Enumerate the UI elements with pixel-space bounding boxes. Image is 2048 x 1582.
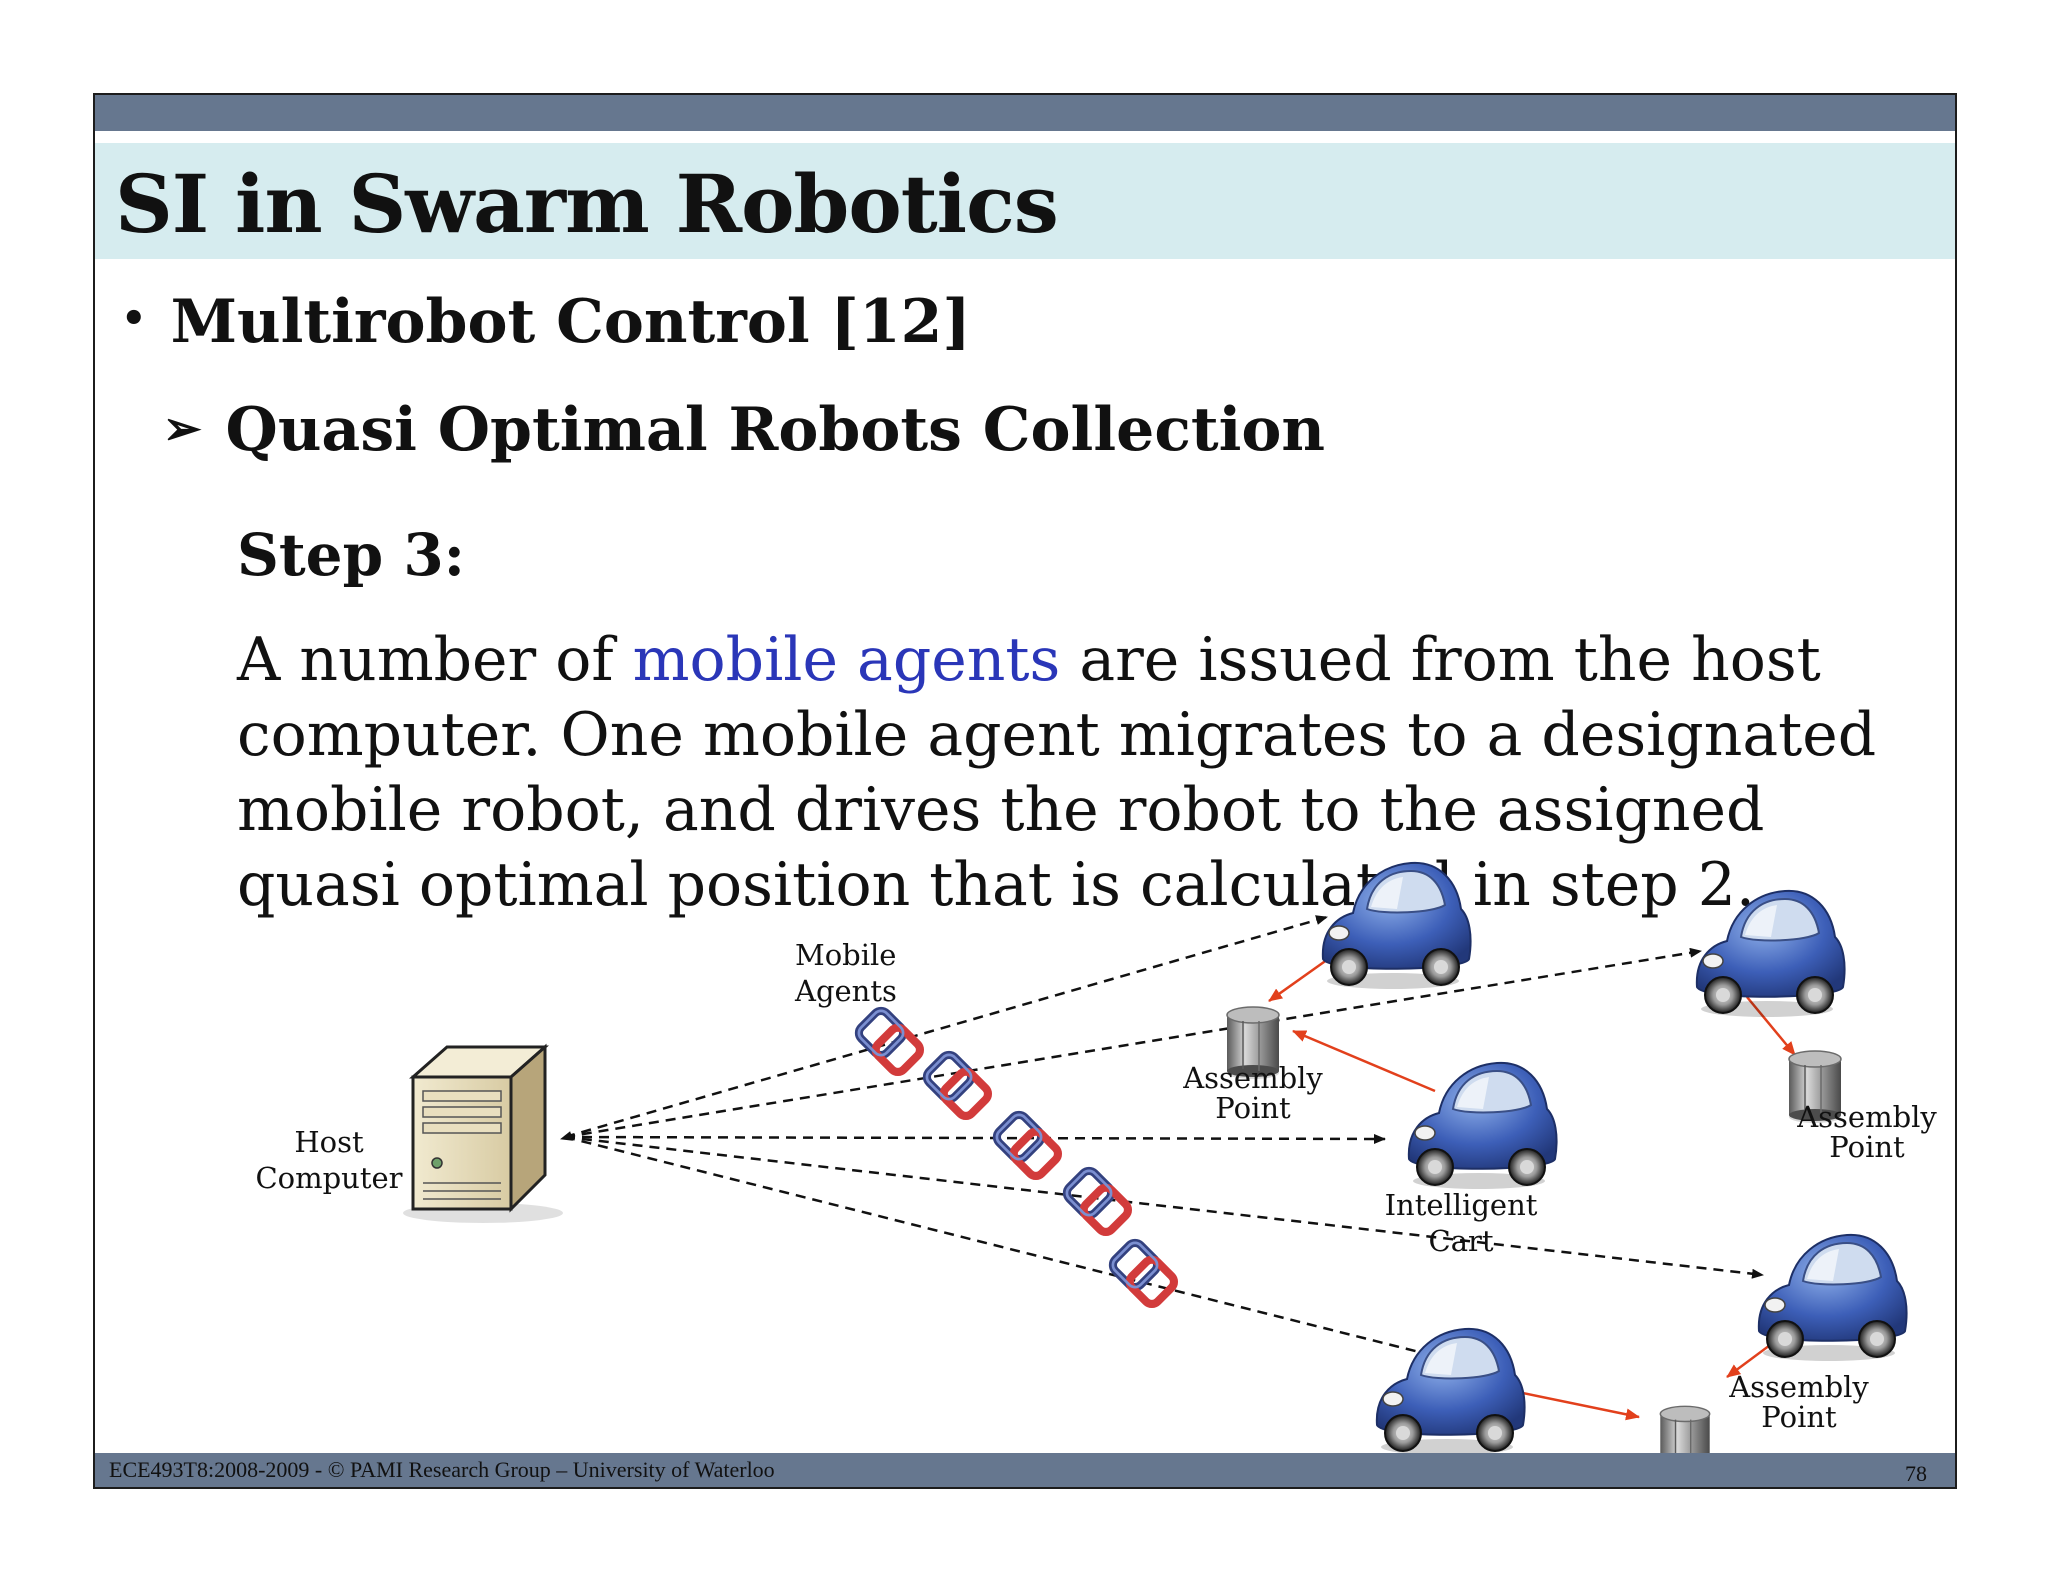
bullet-level-1: • Multirobot Control [12] (121, 287, 971, 357)
mobile-agent-icon (856, 1008, 924, 1076)
footer-credit: ECE493T8:2008-2009 - © PAMI Research Gro… (109, 1457, 775, 1482)
bullet-level-2: ➢ Quasi Optimal Robots Collection (163, 395, 1325, 465)
dashed-agent-links (560, 915, 1764, 1357)
slide-title: SI in Swarm Robotics (115, 157, 1059, 251)
assembly-label-1-line-1: Assembly (1182, 1061, 1323, 1095)
mobile-agent-icon (1064, 1168, 1132, 1236)
bullet-2-text: Quasi Optimal Robots Collection (225, 395, 1325, 465)
agents-label-line-2: Agents (794, 974, 897, 1008)
bullet-arrow-icon: ➢ (163, 401, 202, 455)
diagram: Host Computer Mobile Agents Assembly Poi… (255, 861, 1937, 1476)
host-computer-icon (403, 1043, 563, 1223)
robot-car-icon (1375, 1327, 1526, 1456)
bullet-dot-icon: • (121, 295, 147, 342)
assembly-label-2-line-2: Point (1829, 1130, 1905, 1164)
step-heading: Step 3: (237, 521, 466, 589)
top-bar (95, 95, 1955, 131)
mobile-agent-icon (924, 1052, 992, 1120)
robot-car-icon (1407, 1061, 1558, 1190)
host-label-line-1: Host (294, 1125, 364, 1159)
assembly-label-2-line-1: Assembly (1796, 1100, 1937, 1134)
cart-label-line-1: Intelligent (1385, 1188, 1538, 1222)
robot-car-icon (1321, 861, 1472, 990)
cart-label-line-2: Cart (1429, 1224, 1494, 1258)
red-arrows (1268, 955, 1798, 1421)
assembly-label-3-line-1: Assembly (1728, 1370, 1869, 1404)
host-label-line-2: Computer (255, 1161, 402, 1195)
robot-car-icon (1757, 1233, 1908, 1362)
body-text-end: are issued from the host computer. One m… (237, 625, 1877, 920)
body-paragraph: A number of mobile agents are issued fro… (237, 623, 1937, 923)
mobile-agent-icon (1110, 1240, 1178, 1308)
agents-label-line-1: Mobile (795, 938, 896, 972)
footer-bar (95, 1453, 1955, 1487)
bullet-1-text: Multirobot Control [12] (170, 287, 971, 357)
mobile-agent-icon (994, 1112, 1062, 1180)
assembly-label-1-line-2: Point (1215, 1091, 1291, 1125)
assembly-label-3-line-2: Point (1761, 1400, 1837, 1434)
page-number: 78 (1905, 1461, 1927, 1486)
body-text-start: A number of (237, 625, 633, 695)
slide: SI in Swarm Robotics • Multirobot Control… (93, 93, 1957, 1489)
title-band (95, 143, 1955, 259)
robot-car-icon (1695, 889, 1846, 1018)
body-text-highlight: mobile agents (632, 625, 1061, 695)
